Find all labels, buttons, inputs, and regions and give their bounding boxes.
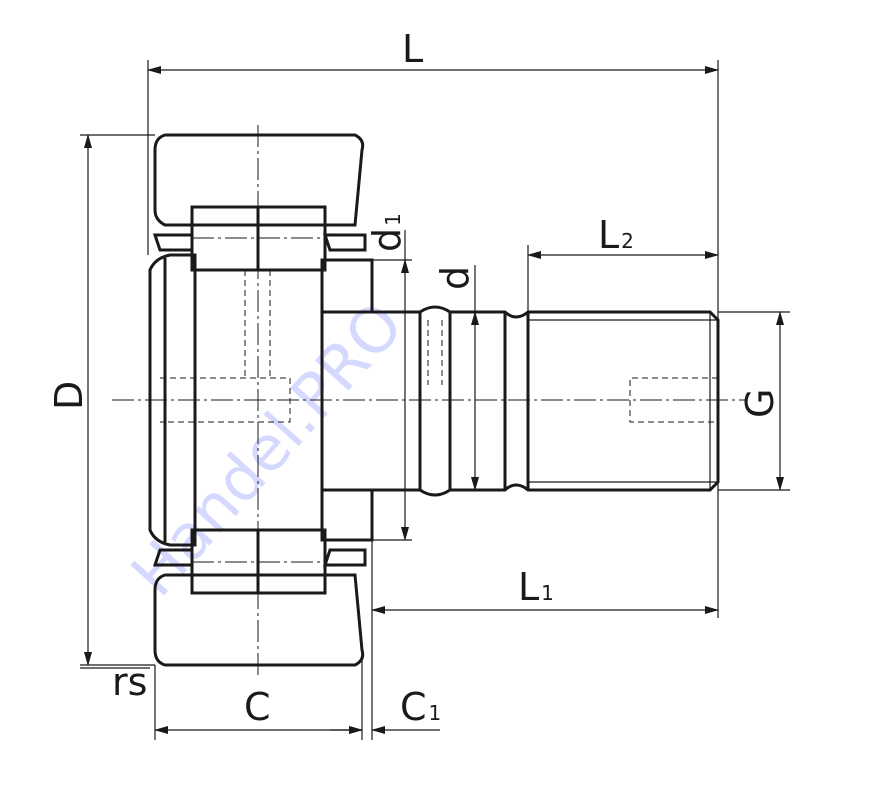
seals bbox=[152, 233, 367, 567]
label-C1-sub: 1 bbox=[429, 701, 442, 725]
label-L1: L bbox=[518, 565, 539, 609]
outer-ring-top bbox=[153, 133, 365, 227]
hidden-lines bbox=[160, 270, 718, 423]
label-d1: d bbox=[365, 228, 409, 252]
label-d1-group: d1 bbox=[365, 213, 409, 252]
label-D: D bbox=[47, 381, 91, 410]
label-C1: C bbox=[400, 685, 427, 729]
label-d: d bbox=[433, 266, 477, 290]
extension-lines bbox=[80, 60, 790, 740]
label-C: C bbox=[244, 685, 271, 729]
label-d1-sub: 1 bbox=[381, 213, 405, 226]
label-G: G bbox=[738, 389, 782, 418]
label-rs: rs bbox=[112, 660, 147, 704]
stud-shaft bbox=[320, 305, 720, 497]
dimension-lines bbox=[80, 66, 784, 734]
label-L2-sub: 2 bbox=[621, 229, 634, 253]
label-L: L bbox=[402, 27, 423, 71]
label-L1-sub: 1 bbox=[541, 581, 554, 605]
label-L2: L bbox=[598, 213, 619, 257]
